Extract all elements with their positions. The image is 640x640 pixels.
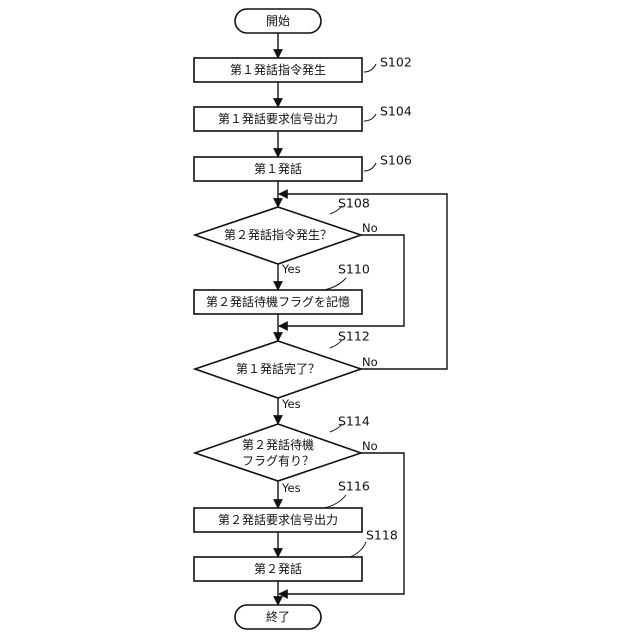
s104-id: S104 bbox=[380, 104, 412, 119]
s110-text: 第２発話待機フラグを記憶 bbox=[206, 294, 350, 309]
s106-id: S106 bbox=[380, 153, 412, 168]
s114-text-line1: 第２発話待機 bbox=[242, 437, 314, 452]
s102-text: 第１発話指令発生 bbox=[230, 62, 326, 77]
s108-no-label: No bbox=[362, 221, 378, 235]
s106-text: 第１発話 bbox=[254, 161, 302, 176]
s114-text-line2: フラグ有り？ bbox=[242, 454, 314, 468]
s112-no-label: No bbox=[362, 355, 378, 369]
s108-text: 第２発話指令発生？ bbox=[224, 227, 332, 242]
s118-text: 第２発話 bbox=[254, 561, 302, 576]
s108-id: S108 bbox=[338, 196, 370, 211]
s116-text: 第２発話要求信号出力 bbox=[218, 512, 338, 527]
start-terminal: 開始 bbox=[235, 9, 321, 33]
s112-yes-label: Yes bbox=[281, 397, 301, 411]
s104-text: 第１発話要求信号出力 bbox=[218, 111, 338, 126]
s112-text: 第１発話完了？ bbox=[236, 361, 320, 376]
end-label: 終了 bbox=[266, 609, 290, 624]
s114-id: S114 bbox=[338, 414, 370, 429]
s108-yes-label: Yes bbox=[281, 262, 301, 276]
process-s118: 第２発話 S118 bbox=[194, 528, 398, 582]
process-s106: 第１発話 S106 bbox=[194, 153, 412, 182]
decision-s112: 第１発話完了？ S112 No Yes bbox=[195, 329, 378, 412]
process-s104: 第１発話要求信号出力 S104 bbox=[194, 104, 412, 132]
start-label: 開始 bbox=[266, 14, 290, 28]
s112-id: S112 bbox=[338, 329, 370, 344]
process-s102: 第１発話指令発生 S102 bbox=[194, 55, 412, 83]
end-terminal: 終了 bbox=[235, 605, 321, 629]
s116-id: S116 bbox=[338, 479, 370, 494]
s102-id: S102 bbox=[380, 55, 412, 70]
s118-id: S118 bbox=[366, 528, 398, 543]
s110-id: S110 bbox=[338, 262, 370, 277]
s114-no-label: No bbox=[362, 439, 378, 453]
s114-yes-label: Yes bbox=[281, 481, 301, 495]
